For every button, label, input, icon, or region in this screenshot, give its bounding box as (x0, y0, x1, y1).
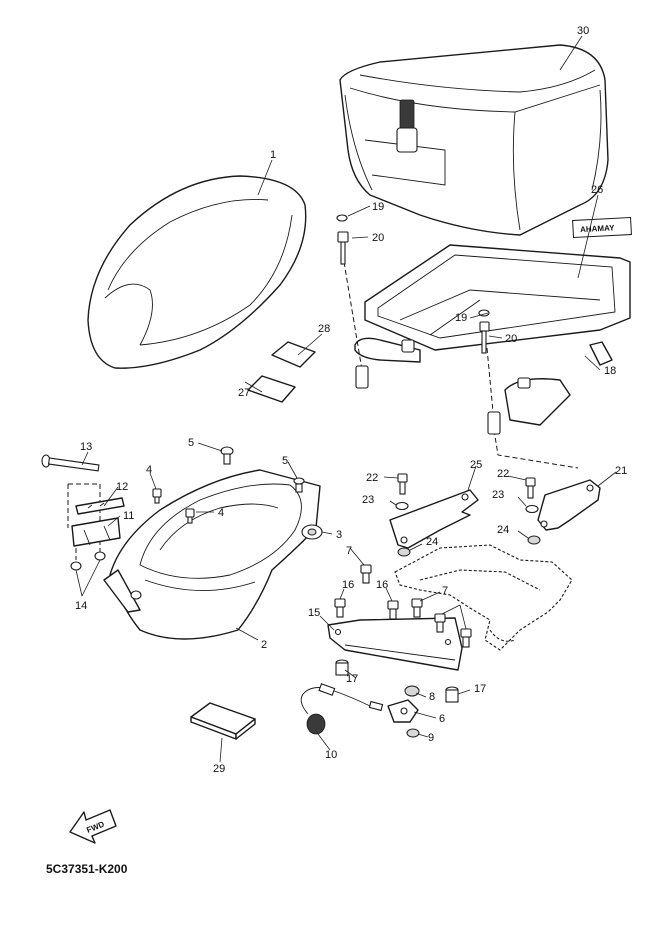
washer-14a (70, 561, 82, 571)
forward-arrow-icon: FWD (69, 809, 117, 844)
callout-9: 9 (428, 732, 434, 744)
bolt-7b (411, 598, 423, 618)
plate-15 (327, 617, 463, 671)
carrier-rack (354, 244, 631, 426)
callout-23b: 23 (492, 489, 504, 501)
callout-5b: 5 (282, 455, 288, 467)
bolt-22a (397, 473, 408, 495)
bracket-11 (71, 517, 121, 547)
callout-20a: 20 (372, 232, 384, 244)
collar-17a (335, 659, 349, 676)
bracket-12 (75, 497, 125, 515)
collar-18a (355, 365, 369, 389)
callout-17a: 17 (346, 673, 358, 685)
screw-5a (220, 446, 234, 465)
callout-19b: 19 (455, 312, 467, 324)
bolt-16b (387, 600, 399, 620)
callout-28: 28 (318, 323, 330, 335)
callout-11: 11 (123, 510, 134, 522)
pad-27 (247, 375, 296, 403)
callout-23a: 23 (362, 494, 374, 506)
callout-4b: 4 (218, 507, 224, 519)
washer-23b (525, 504, 539, 514)
storage-bag (339, 44, 609, 236)
guide-line-rack-21 (493, 429, 579, 469)
callout-20b: 20 (505, 333, 517, 345)
callout-14: 14 (75, 600, 87, 612)
storage-box (103, 469, 321, 640)
callout-2: 2 (261, 639, 267, 651)
callout-27: 27 (238, 387, 250, 399)
callout-16b: 16 (376, 579, 388, 591)
callout-numbers: 1 2 3 4 4 5 5 6 7 7 8 9 10 11 12 13 14 1… (75, 25, 627, 775)
callout-5a: 5 (188, 437, 194, 449)
callout-12: 12 (116, 481, 128, 493)
callout-16a: 16 (342, 579, 354, 591)
callout-6: 6 (439, 713, 445, 725)
callout-17b: 17 (474, 683, 486, 695)
guide-line-20a (343, 261, 363, 371)
seat-lock-cable (300, 683, 384, 735)
callout-22b: 22 (497, 468, 509, 480)
callout-25: 25 (470, 459, 482, 471)
bolt-16a (334, 598, 346, 618)
washer-14b (94, 551, 106, 561)
owners-manual (190, 702, 256, 740)
frame-ghost (394, 544, 573, 651)
bolt-20b (479, 321, 490, 354)
sticker-text: AHAMAY (580, 223, 615, 234)
bolt-20a (337, 231, 349, 265)
washer-19a (336, 214, 348, 222)
leader-lines (75, 35, 617, 763)
grommet-8 (404, 685, 420, 697)
bolt-16c (434, 613, 446, 633)
guide-line-20b (486, 347, 494, 413)
callout-24b: 24 (497, 524, 509, 536)
pad-28 (271, 341, 316, 368)
screw-5b (293, 477, 305, 493)
callout-29: 29 (213, 763, 225, 775)
callout-24a: 24 (426, 536, 438, 548)
bolt-7a (360, 564, 372, 584)
warning-sticker: AHAMAY (572, 216, 632, 239)
callout-1: 1 (270, 149, 276, 161)
callout-22a: 22 (366, 472, 378, 484)
collar-18b (487, 411, 501, 435)
nut-24a (397, 547, 411, 557)
bracket-21 (537, 479, 601, 531)
screw-4b (185, 508, 195, 524)
callout-7b: 7 (442, 585, 448, 597)
callout-30: 30 (577, 25, 589, 37)
callout-15: 15 (308, 607, 320, 619)
washer-23a (395, 501, 409, 511)
bolt-16d (460, 628, 472, 648)
collar-17b (445, 686, 459, 703)
bolt-22b (525, 477, 536, 499)
callout-8: 8 (429, 691, 435, 703)
callout-7a: 7 (346, 545, 352, 557)
callout-10: 10 (325, 749, 337, 761)
callout-3: 3 (336, 529, 342, 541)
callout-19a: 19 (372, 201, 384, 213)
seat (87, 175, 307, 369)
latch-6 (387, 699, 419, 723)
nut-24b (527, 535, 541, 545)
callout-21: 21 (615, 465, 627, 477)
callout-13: 13 (80, 441, 92, 453)
callout-18: 18 (604, 365, 616, 377)
callout-26: 26 (591, 184, 603, 196)
callout-4a: 4 (146, 464, 152, 476)
screw-4a (152, 488, 162, 504)
bolt-13 (41, 454, 100, 472)
nut-9 (406, 728, 420, 738)
bracket-25 (389, 489, 479, 549)
grommet-3 (301, 524, 323, 540)
diagram-code: 5C37351-K200 (46, 862, 128, 876)
